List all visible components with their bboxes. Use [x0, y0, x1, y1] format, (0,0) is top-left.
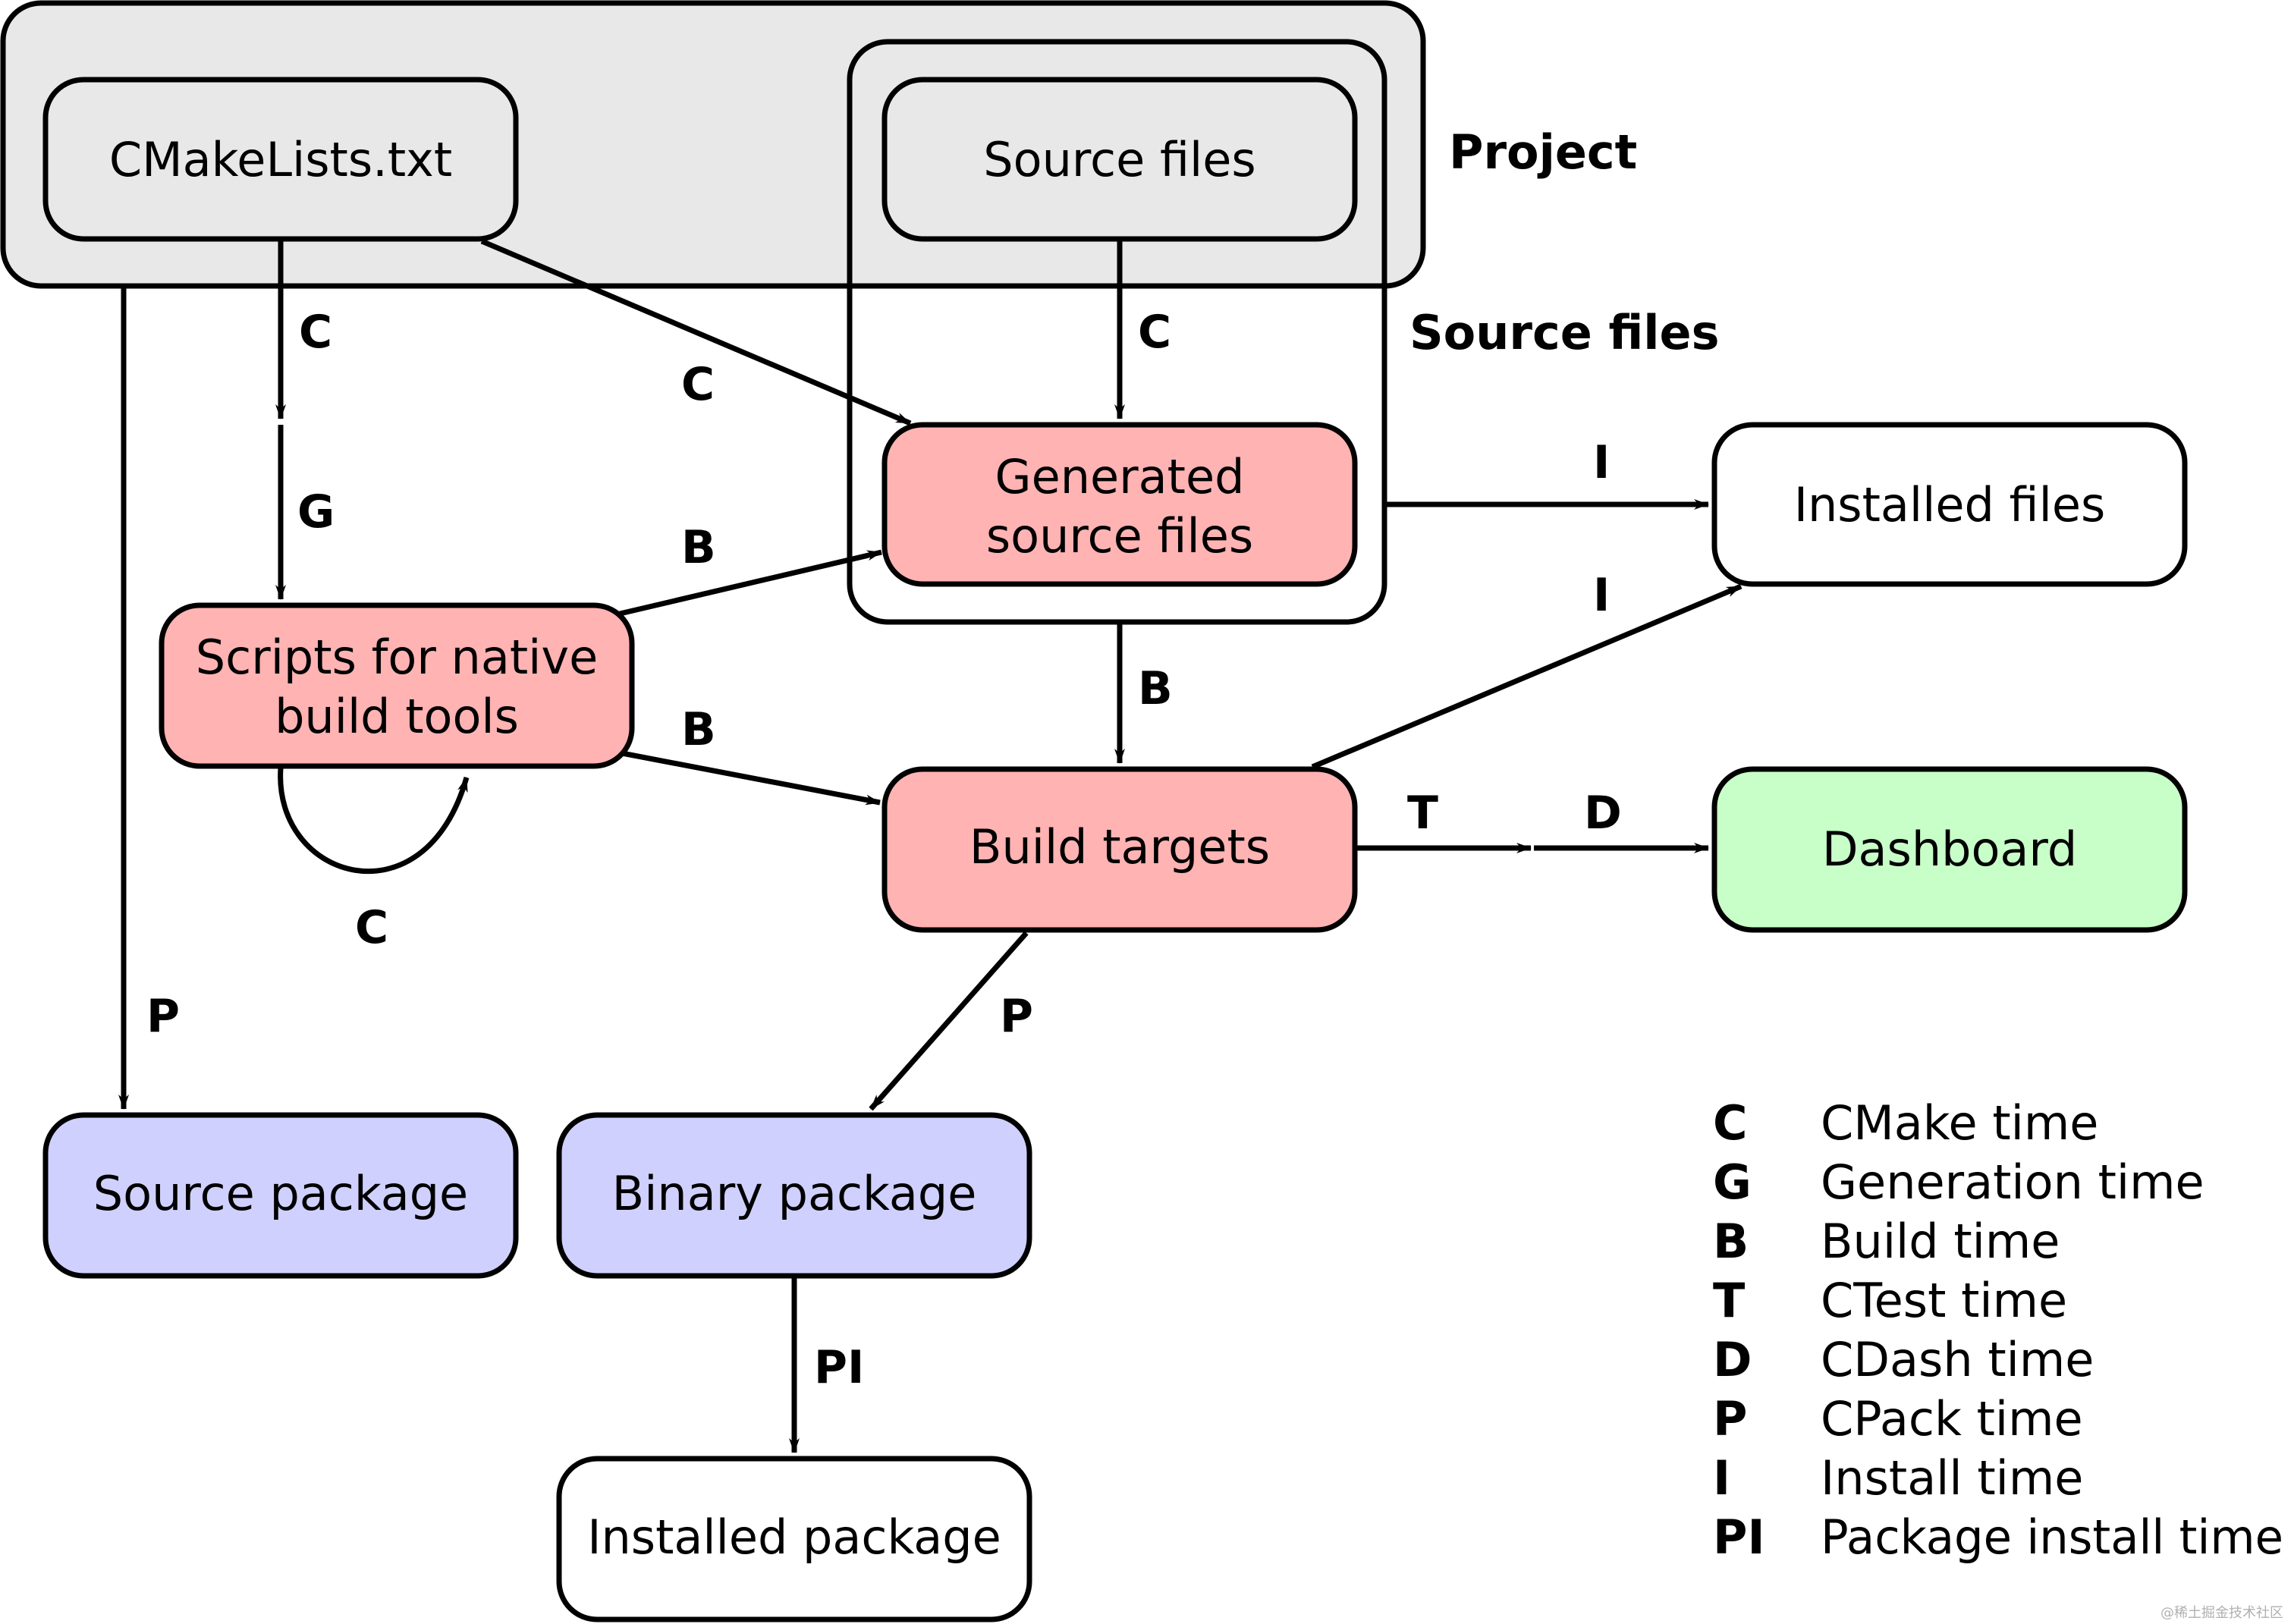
edge-label-dash-d: D	[1584, 787, 1622, 840]
node-scripts-label-line2: build tools	[275, 689, 519, 744]
node-scripts-native-build-tools: Scripts for native build tools	[159, 602, 635, 769]
edge-label-cmake-c: C	[299, 306, 332, 359]
edge-targets-to-installed-files	[1311, 583, 1742, 770]
legend-key: C	[1713, 1095, 1748, 1151]
node-source-files: Source files	[881, 77, 1358, 242]
edge-scripts-to-targets	[621, 750, 881, 806]
legend-desc: Package install time	[1821, 1509, 2283, 1565]
edge-label-scripts-loop-c: C	[355, 901, 388, 954]
legend-key: P	[1713, 1391, 1747, 1447]
edge-label-scripts-to-generated-b: B	[681, 521, 716, 574]
edge-label-binary-to-installed-pi: PI	[814, 1341, 864, 1394]
node-cmakelists: CMakeLists.txt	[42, 77, 519, 242]
edge-label-generated-to-targets-b: B	[1138, 662, 1173, 715]
node-binary-package: Binary package	[556, 1112, 1032, 1279]
node-dashboard: Dashboard	[1711, 766, 2188, 933]
legend: C CMake time G Generation time B Build t…	[1713, 1095, 2283, 1565]
edge-label-scripts-to-targets-b: B	[681, 703, 716, 756]
node-build-targets: Build targets	[881, 766, 1358, 933]
legend-desc: CTest time	[1821, 1273, 2067, 1328]
edge-label-test-t: T	[1407, 787, 1438, 840]
legend-desc: CMake time	[1821, 1095, 2098, 1151]
legend-key: G	[1713, 1154, 1752, 1210]
legend-key: D	[1713, 1332, 1752, 1387]
source-files-group-label: Source files	[1409, 305, 1720, 360]
node-generated-label-line1: Generated	[995, 449, 1245, 504]
legend-key: B	[1713, 1214, 1749, 1269]
legend-key: PI	[1713, 1509, 1765, 1565]
node-dashboard-label: Dashboard	[1822, 821, 2077, 877]
node-cmakelists-label: CMakeLists.txt	[109, 132, 452, 187]
node-generated-source-files: Generated source files	[881, 422, 1358, 587]
legend-desc: Build time	[1821, 1214, 2060, 1269]
node-generated-label-line2: source files	[986, 508, 1253, 564]
edge-label-targets-to-installed-i: I	[1593, 569, 1610, 622]
edge-scripts-self-loop	[278, 768, 470, 875]
edge-label-project-p: P	[146, 990, 180, 1043]
node-source-package-label: Source package	[93, 1166, 468, 1221]
node-scripts-label-line1: Scripts for native	[196, 630, 598, 685]
node-binary-package-label: Binary package	[612, 1166, 977, 1221]
node-installed-package-label: Installed package	[587, 1509, 1001, 1565]
edge-scripts-to-generated	[616, 549, 882, 617]
source-files-group	[847, 39, 1387, 625]
edge-label-generated-to-installed-i: I	[1593, 436, 1610, 489]
legend-desc: CPack time	[1821, 1391, 2083, 1447]
node-installed-package: Installed package	[556, 1456, 1032, 1622]
node-source-package: Source package	[42, 1112, 519, 1279]
node-installed-files: Installed files	[1711, 422, 2188, 587]
edge-label-source-to-generated-c: C	[1138, 306, 1171, 359]
legend-key: I	[1713, 1450, 1730, 1506]
legend-desc: Generation time	[1821, 1154, 2204, 1210]
node-source-files-label: Source files	[983, 132, 1255, 187]
legend-desc: CDash time	[1821, 1332, 2094, 1387]
edge-cmakelists-to-generated	[480, 238, 912, 426]
node-build-targets-label: Build targets	[969, 819, 1270, 875]
edge-label-generation-g: G	[297, 485, 335, 539]
watermark: @稀土掘金技术社区	[2160, 1605, 2283, 1621]
legend-desc: Install time	[1821, 1450, 2083, 1506]
node-installed-files-label: Installed files	[1794, 477, 2106, 532]
edge-targets-to-binary-package	[869, 931, 1029, 1111]
edge-label-targets-to-binary-p: P	[1000, 990, 1033, 1043]
legend-key: T	[1713, 1273, 1745, 1328]
edge-label-cmake-to-generated-c: C	[681, 358, 715, 411]
project-group-label: Project	[1449, 124, 1637, 180]
